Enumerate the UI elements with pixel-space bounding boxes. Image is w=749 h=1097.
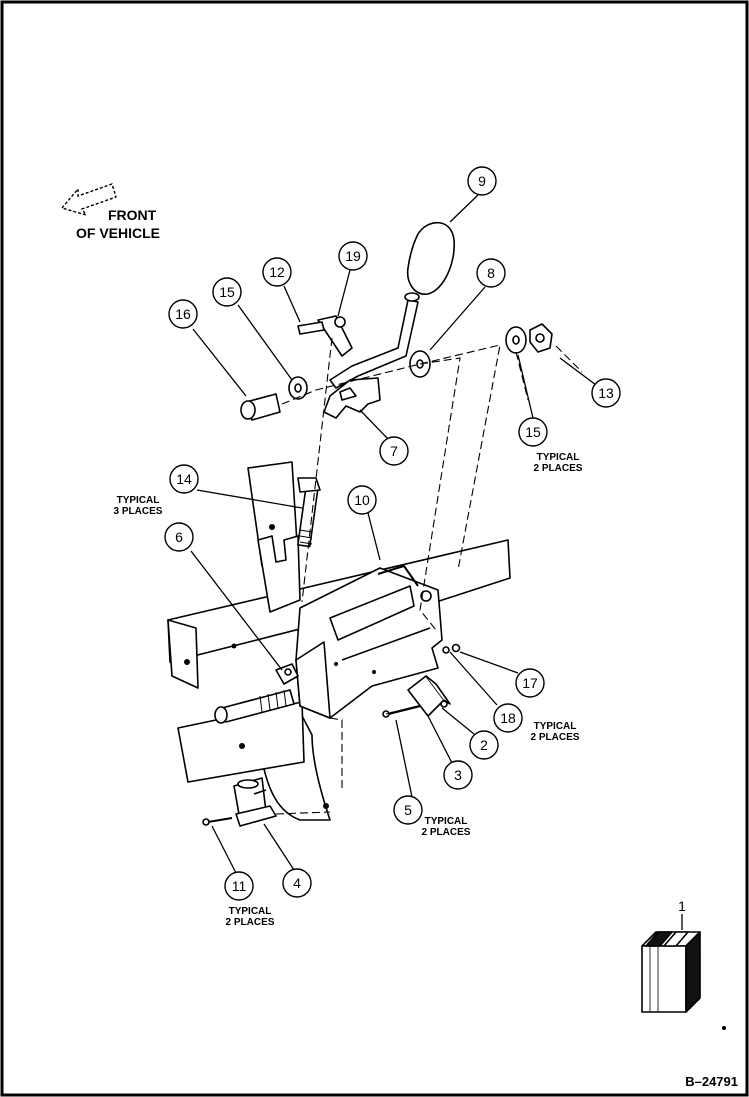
drawing-number: B–24791 xyxy=(685,1074,738,1089)
callout-13[interactable] xyxy=(591,378,621,408)
callout-5[interactable] xyxy=(393,795,423,825)
callout-12-number: 12 xyxy=(269,264,285,280)
kit-box-1 xyxy=(641,931,701,1013)
callout-15b-number: 15 xyxy=(525,424,541,440)
callout-5-number: 5 xyxy=(404,802,412,818)
callout-11-number: 11 xyxy=(232,878,247,894)
note-11-line2: 2 PLACES xyxy=(226,917,275,928)
callouts xyxy=(164,166,621,901)
callout-18[interactable] xyxy=(493,703,523,733)
callout-17[interactable] xyxy=(515,668,545,698)
callout-16-number: 16 xyxy=(175,306,191,322)
callout-18-number: 18 xyxy=(500,710,516,726)
callout-19-number: 19 xyxy=(345,248,361,264)
callout-7[interactable] xyxy=(379,436,409,466)
front-label-line2: OF VEHICLE xyxy=(76,225,160,241)
shift-lever-8 xyxy=(329,292,420,389)
callout-6-number: 6 xyxy=(175,529,183,545)
knob-9 xyxy=(406,221,455,295)
callout-15b[interactable] xyxy=(518,417,548,447)
callout-16[interactable] xyxy=(168,299,198,329)
callout-9[interactable] xyxy=(467,166,497,196)
callout-15a[interactable] xyxy=(212,277,242,307)
note-15-line2: 2 PLACES xyxy=(534,463,583,474)
callout-19[interactable] xyxy=(338,241,368,271)
callout-14-number: 14 xyxy=(176,471,192,487)
notched-stand xyxy=(257,535,301,613)
note-11-line1: TYPICAL xyxy=(229,906,272,917)
front-label-line1: FRONT xyxy=(108,207,157,223)
callout-9-number: 9 xyxy=(478,173,486,189)
callout-15a-number: 15 xyxy=(219,284,235,300)
callout-10[interactable] xyxy=(347,485,377,515)
pivot-plate-7 xyxy=(323,377,381,419)
note-14-line2: 3 PLACES xyxy=(114,506,163,517)
note-15-line1: TYPICAL xyxy=(537,452,580,463)
callout-4[interactable] xyxy=(282,868,312,898)
callout-3[interactable] xyxy=(443,760,473,790)
assembly-lines xyxy=(275,337,583,815)
callout-4-number: 4 xyxy=(293,875,301,891)
callout-1-number: 1 xyxy=(678,898,686,914)
callout-12[interactable] xyxy=(262,257,292,287)
callout-8[interactable] xyxy=(476,258,506,288)
callout-11[interactable] xyxy=(224,871,254,901)
speck xyxy=(722,1026,726,1030)
note-18-line2: 2 PLACES xyxy=(531,732,580,743)
callout-10-number: 10 xyxy=(354,492,370,508)
note-5-line2: 2 PLACES xyxy=(422,827,471,838)
note-5-line1: TYPICAL xyxy=(425,816,468,827)
callout-14[interactable] xyxy=(169,464,199,494)
callout-6[interactable] xyxy=(164,522,194,552)
note-14-line1: TYPICAL xyxy=(117,495,160,506)
callout-3-number: 3 xyxy=(454,767,462,783)
callout-8-number: 8 xyxy=(487,265,495,281)
note-18-line1: TYPICAL xyxy=(534,721,577,732)
bolt-16 xyxy=(240,393,281,421)
front-arrow-icon xyxy=(60,183,117,217)
callout-17-number: 17 xyxy=(522,675,538,691)
callout-13-number: 13 xyxy=(598,385,614,401)
switch-3 xyxy=(382,675,451,718)
callout-7-number: 7 xyxy=(390,443,398,459)
leader-lines xyxy=(190,194,683,930)
callout-2-number: 2 xyxy=(480,737,488,753)
assembly-drawing xyxy=(167,221,553,827)
callout-2[interactable] xyxy=(469,730,499,760)
mount-4 xyxy=(233,777,277,827)
